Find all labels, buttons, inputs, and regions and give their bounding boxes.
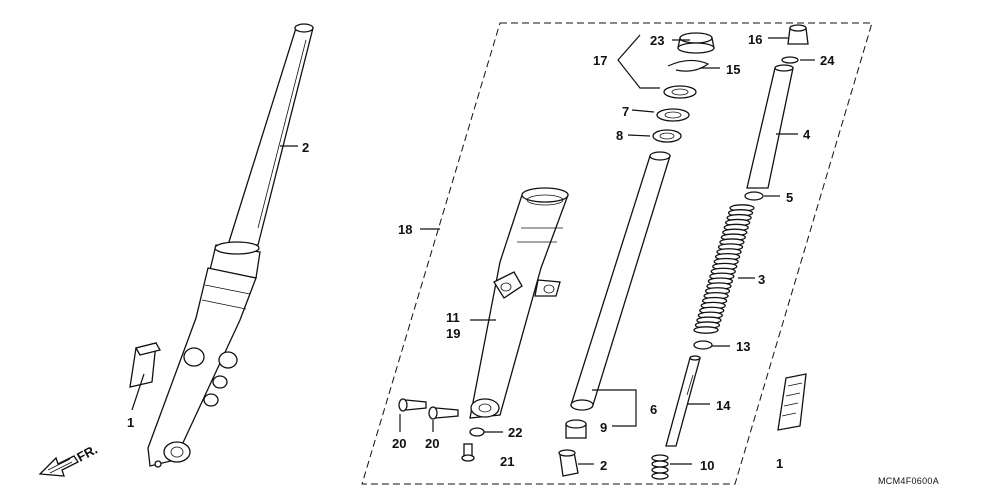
washer-5 [744, 191, 764, 201]
callout-24: 24 [820, 53, 835, 68]
clip-15 [667, 59, 710, 72]
fork-inner-tube [227, 27, 314, 246]
fork-cap [294, 23, 314, 33]
outer-slider-drawing [469, 187, 569, 419]
sleeve-12 [558, 449, 579, 477]
fork-spring-3 [693, 204, 755, 334]
callout-10: 10 [700, 458, 714, 473]
callout-2-bottom: 2 [600, 458, 607, 473]
spring-10 [651, 454, 669, 480]
fork-piston-9 [565, 419, 587, 439]
callout-21: 21 [500, 454, 514, 469]
callout-5: 5 [786, 190, 793, 205]
damper-rod-14 [665, 355, 701, 447]
diagram-code: MCM4F0600A [878, 476, 939, 486]
callout-8: 8 [616, 128, 623, 143]
callout-1-right: 1 [776, 456, 783, 471]
callout-22: 22 [508, 425, 522, 440]
callout-2-top: 2 [302, 140, 309, 155]
callout-4: 4 [803, 127, 811, 142]
callout-19: 19 [446, 326, 460, 341]
top-seal-23 [677, 32, 715, 54]
reflector-pad-left [129, 342, 161, 388]
bolt-20-a [398, 398, 427, 412]
washer-22 [469, 427, 485, 437]
o-ring-24 [781, 56, 799, 64]
fork-bolt-16 [787, 24, 809, 45]
callout-9: 9 [600, 420, 607, 435]
collar-13 [693, 340, 713, 350]
callout-14: 14 [716, 398, 731, 413]
callout-18: 18 [398, 222, 412, 237]
washer-7 [656, 108, 690, 122]
reflector-pad-right [777, 373, 807, 431]
spring-coil [693, 326, 719, 334]
callout-23: 23 [650, 33, 664, 48]
oil-seal-8 [652, 129, 682, 143]
callout-6: 6 [650, 402, 657, 417]
callout-3: 3 [758, 272, 765, 287]
callout-20-a: 20 [392, 436, 406, 451]
callout-16: 16 [748, 32, 762, 47]
callout-17: 17 [593, 53, 607, 68]
callout-13: 13 [736, 339, 750, 354]
leader-lines [131, 34, 815, 465]
exploded-view-boundary [361, 22, 873, 485]
front-direction-arrow [38, 455, 79, 477]
bolt-20-b [428, 406, 459, 420]
callout-1-left: 1 [127, 415, 134, 430]
spacer-4 [746, 64, 794, 189]
fork-slider [147, 267, 257, 467]
callout-15: 15 [726, 62, 740, 77]
axle-clamp [163, 441, 191, 463]
callout-7: 7 [622, 104, 629, 119]
fork-assembly-drawing [147, 23, 314, 468]
seal-ring-17 [663, 85, 697, 99]
callout-11: 11 [446, 310, 460, 325]
callout-20-b: 20 [425, 436, 439, 451]
inner-tube-drawing [570, 151, 671, 411]
bolt-21 [461, 443, 475, 462]
caliper-mount-upper [183, 347, 205, 367]
